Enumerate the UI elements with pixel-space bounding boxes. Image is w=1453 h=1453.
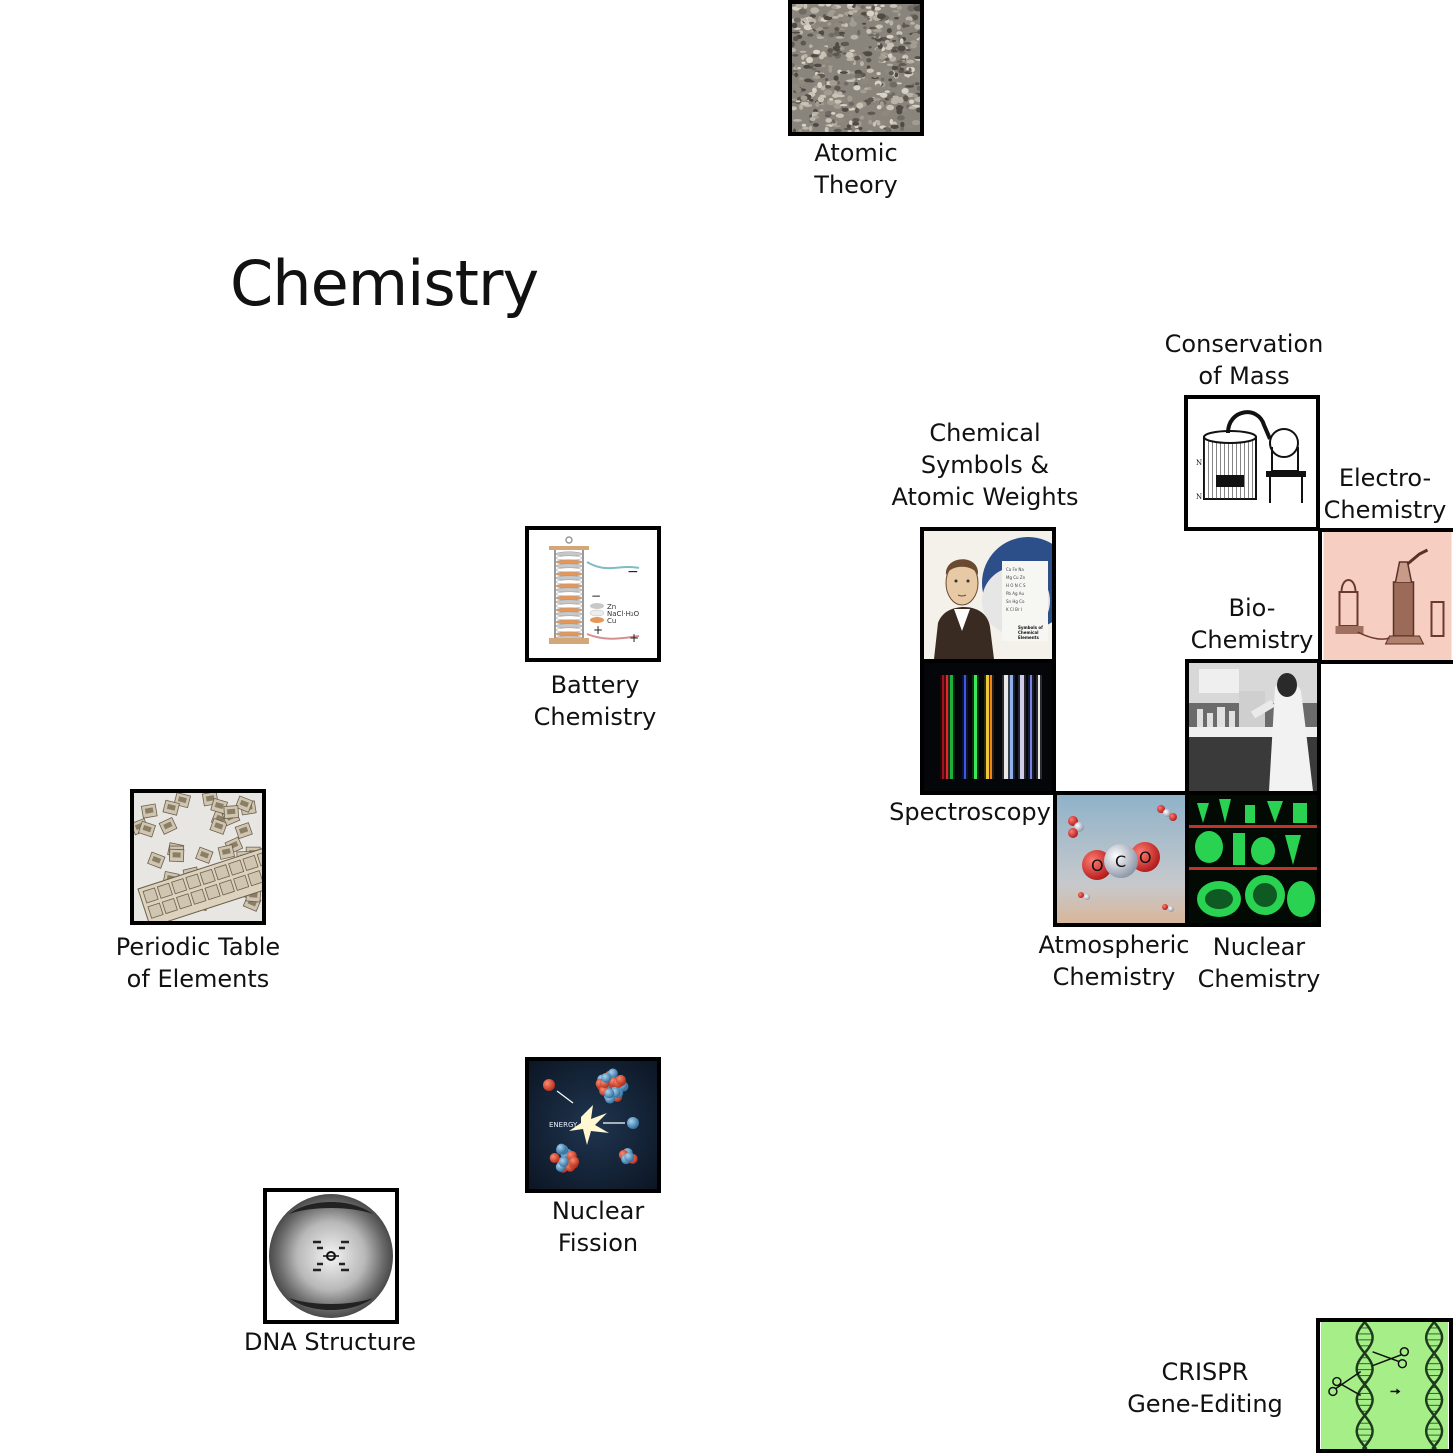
- svg-text:Sn Hg Co: Sn Hg Co: [1006, 599, 1025, 604]
- laboratory-photo-icon: [1189, 663, 1317, 791]
- chemical-symbols-tile[interactable]: Ca Fe Na Mg Cu Zn H O N C S Pb Ag Au Sn Hg…: [920, 527, 1056, 663]
- svg-text:Pb Ag Au: Pb Ag Au: [1006, 591, 1025, 596]
- dna-structure-tile[interactable]: [263, 1188, 399, 1324]
- co2-letter-o1: O: [1091, 856, 1104, 875]
- gravel-icon: [792, 4, 920, 132]
- chem-caption-line-2: Chemical: [1018, 630, 1039, 635]
- chem-caption-line-3: Elements: [1018, 635, 1039, 640]
- co2-letter-c: C: [1115, 852, 1126, 871]
- conservation-of-mass-tile[interactable]: N N: [1184, 395, 1320, 531]
- element-tiles-icon: [134, 793, 262, 921]
- lavoisier-apparatus-icon: N N: [1188, 399, 1316, 527]
- svg-text:H O N C S: H O N C S: [1006, 583, 1026, 588]
- nuclear-chemistry-tile[interactable]: [1185, 791, 1321, 927]
- electrolysis-apparatus-icon: [1323, 532, 1452, 660]
- uranium-glass-icon: [1189, 795, 1317, 923]
- dna-structure-label: DNA Structure: [243, 1328, 417, 1356]
- electro-chemistry-tile[interactable]: [1318, 528, 1453, 664]
- spectral-lines-icon: [924, 663, 1052, 791]
- bio-chemistry-label: Bio-Chemistry: [1190, 594, 1314, 654]
- periodic-table-tile[interactable]: [130, 789, 266, 925]
- co2-letter-o2: O: [1139, 848, 1152, 867]
- svg-text:Mg Cu Zn: Mg Cu Zn: [1006, 575, 1026, 580]
- pile-legend-plus: +: [593, 623, 603, 637]
- svg-text:N: N: [1196, 459, 1202, 467]
- bio-chemistry-tile[interactable]: [1185, 659, 1321, 795]
- voltaic-pile-icon: − + − Zn NaCl·H₂O Cu +: [529, 530, 657, 658]
- pile-top-minus: −: [627, 564, 639, 580]
- energy-text: ENERGY: [549, 1121, 578, 1129]
- chem-caption-line-1: Symbols of: [1018, 625, 1043, 630]
- svg-text:N: N: [1196, 493, 1202, 501]
- atomic-theory-tile[interactable]: [788, 0, 924, 136]
- svg-text:K Cl Br I: K Cl Br I: [1006, 607, 1022, 612]
- pile-cu: Cu: [607, 617, 616, 625]
- fission-icon: ENERGY: [529, 1061, 657, 1189]
- co2-molecule-icon: O C O: [1057, 795, 1185, 923]
- electro-chemistry-label: Electro-Chemistry: [1323, 464, 1447, 524]
- berzelius-portrait-icon: Ca Fe Na Mg Cu Zn H O N C S Pb Ag Au Sn Hg…: [924, 531, 1052, 659]
- pile-nacl: NaCl·H₂O: [607, 610, 640, 618]
- spectroscopy-tile[interactable]: [920, 659, 1056, 795]
- pile-bottom-plus: +: [629, 631, 639, 645]
- battery-chemistry-tile[interactable]: − + − Zn NaCl·H₂O Cu +: [525, 526, 661, 662]
- svg-text:Ca Fe Na: Ca Fe Na: [1006, 567, 1024, 572]
- crispr-tile[interactable]: [1316, 1318, 1453, 1453]
- pile-zn: Zn: [607, 603, 616, 611]
- dna-scissors-icon: [1321, 1322, 1448, 1449]
- page-title: Chemistry: [230, 247, 539, 320]
- atmospheric-chemistry-tile[interactable]: O C O: [1053, 791, 1189, 927]
- pile-legend-minus: −: [591, 589, 601, 603]
- spectroscopy-label: Spectroscopy: [889, 798, 1051, 826]
- xray-diffraction-icon: [267, 1192, 395, 1320]
- nuclear-fission-tile[interactable]: ENERGY: [525, 1057, 661, 1193]
